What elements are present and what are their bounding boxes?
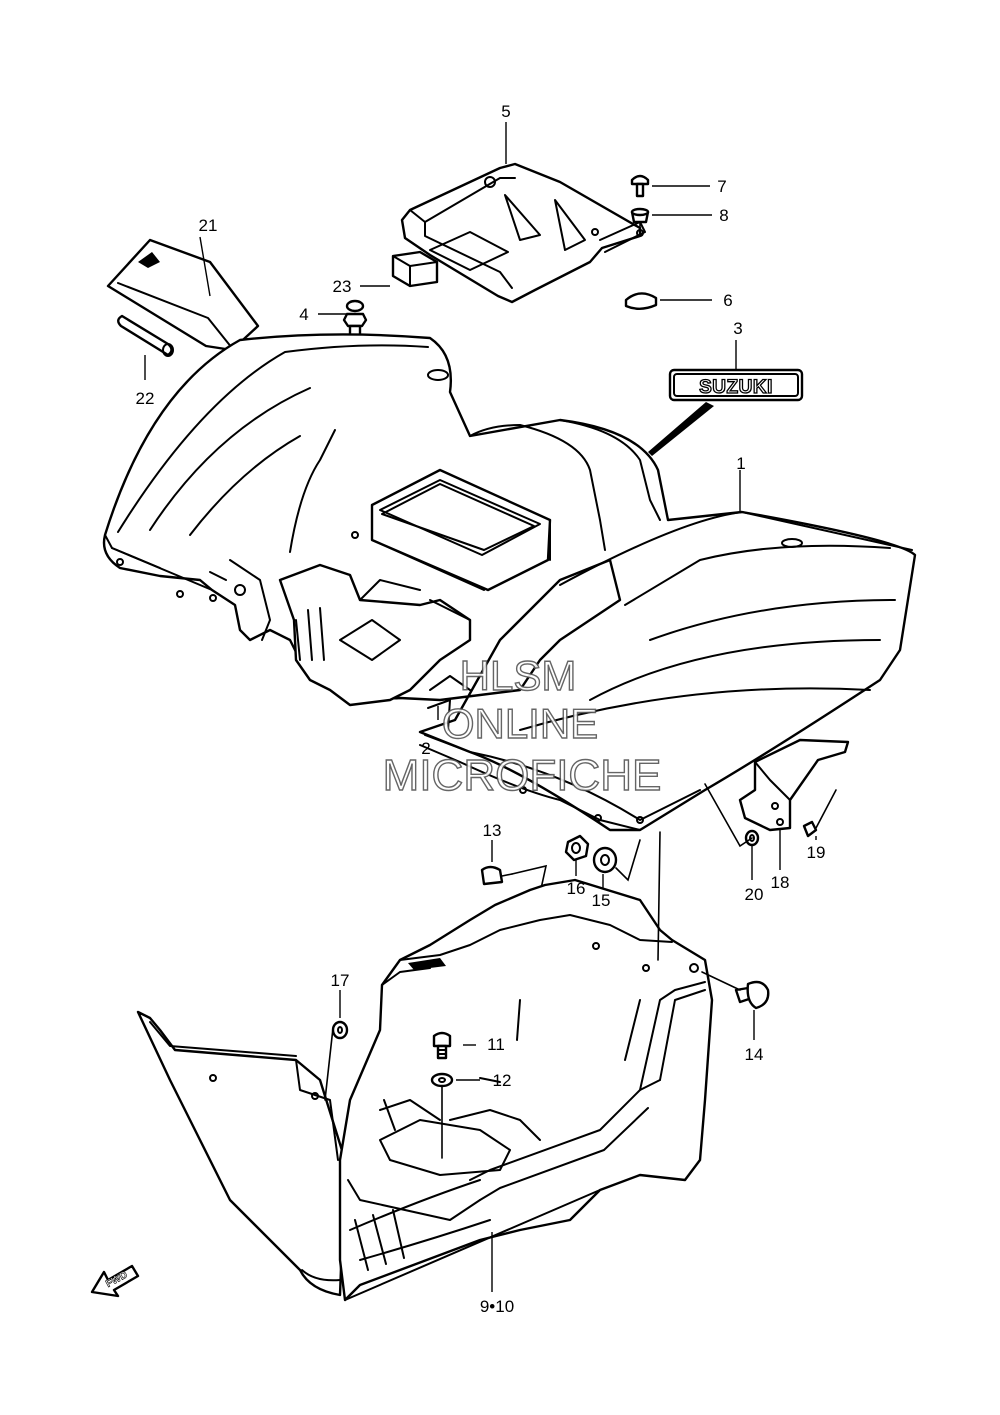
forward-direction-arrow: FWD [90,1264,140,1298]
callout-3: 3 [733,319,742,338]
cap-part [624,292,658,310]
watermark-line-3: MICROFICHE [383,751,662,800]
bolt-14-part [701,971,770,1010]
fender-part [102,333,917,832]
bolt-19-part [802,789,837,838]
pad-part [106,238,260,352]
leader-lines [144,122,817,1292]
washer-15-part [592,846,618,874]
bumper-part [117,314,174,357]
callout-17: 17 [331,971,350,990]
washer-17-part [324,1020,349,1101]
emblem-text: SUZUKI [699,377,773,398]
callout-8: 8 [719,206,728,225]
watermark-line-1: HLSM [460,652,577,699]
callout-9-10: 9•10 [480,1297,514,1316]
screw-13-part [480,865,513,886]
callout-23: 23 [333,277,352,296]
callout-5: 5 [501,102,510,121]
bracket-part [738,738,850,832]
footrest-part [136,878,714,1302]
callout-15: 15 [592,891,611,910]
nut-16-part [564,834,590,862]
grommet-part [630,207,650,229]
callout-22: 22 [136,389,155,408]
callout-1: 1 [736,454,745,473]
callout-14: 14 [745,1045,764,1064]
bolt-11-part [432,1031,452,1060]
callout-21: 21 [199,216,218,235]
callout-16: 16 [567,879,586,898]
callout-4: 4 [299,305,308,324]
washer-12-part [430,1072,454,1088]
cover-part [400,162,646,304]
watermark: HLSM ONLINE MICROFICHE [382,651,662,800]
guide-line-15 [615,839,641,882]
block-part [391,250,439,288]
callout-12: 12 [493,1071,512,1090]
callout-6: 6 [723,291,732,310]
callout-2: 2 [421,739,430,758]
callout-labels: 1 2 3 4 5 6 7 8 9•10 11 12 13 14 15 16 1… [136,102,826,1316]
clip-part [630,174,650,198]
callout-11: 11 [487,1035,505,1054]
callout-13: 13 [483,821,502,840]
callout-19: 19 [807,843,826,862]
guide-line-1 [657,831,661,961]
bracket-guide-line [704,783,753,848]
callout-18: 18 [771,873,790,892]
callout-7: 7 [717,177,726,196]
watermark-line-2: ONLINE [442,700,598,747]
callout-20: 20 [745,885,764,904]
emblem-part: SUZUKI [648,368,804,456]
